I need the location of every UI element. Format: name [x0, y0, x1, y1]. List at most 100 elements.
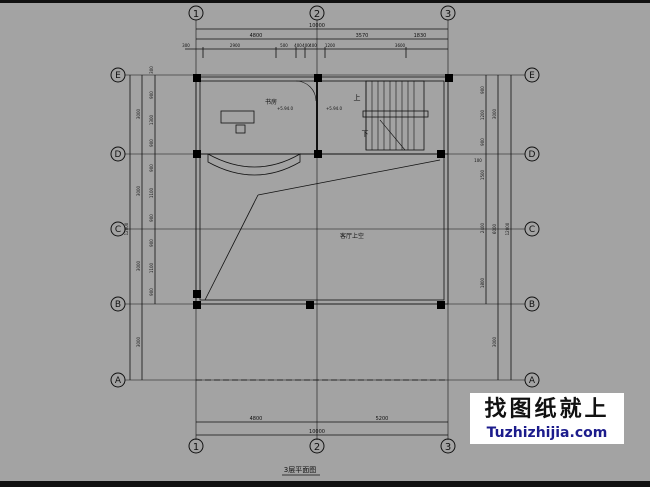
dim-text: 1200	[480, 109, 485, 120]
axis-bubble-bottom	[188, 438, 204, 454]
watermark-url: Tuzhizhijia.com	[486, 425, 608, 441]
room-label-study: 书房	[265, 98, 277, 106]
axis-bubble-top	[188, 5, 204, 21]
dim-text: 3000	[492, 336, 497, 347]
structural-column	[193, 74, 201, 82]
dim-text: 400	[302, 43, 310, 48]
dim-text: 1100	[149, 262, 154, 273]
axis-bubble-left	[110, 146, 126, 162]
axis-bubble-bottom	[440, 438, 456, 454]
dim-text: 3000	[136, 336, 141, 347]
dim-text: 500	[280, 43, 288, 48]
axis-bubble-right	[524, 296, 540, 312]
dim-text: 100	[474, 158, 482, 163]
dim-text: 3000	[136, 260, 141, 271]
axis-label-left: A	[115, 376, 122, 386]
dim-text: 2900	[230, 43, 241, 48]
stair-landing	[362, 110, 429, 118]
desk	[220, 110, 255, 124]
axis-bubble-right	[524, 67, 540, 83]
bay-window	[207, 153, 301, 176]
axis-bubble-right	[524, 372, 540, 388]
structural-column	[445, 74, 453, 82]
dim-text: 10000	[309, 429, 325, 435]
structural-column	[314, 150, 322, 158]
axis-bubble-right	[524, 146, 540, 162]
dim-text: 300	[149, 66, 154, 74]
axis-label-top: 3	[445, 9, 451, 20]
axis-label-right: A	[529, 376, 536, 386]
structural-column	[437, 301, 445, 309]
dim-text: 900	[149, 239, 154, 247]
dim-text: 2400	[480, 222, 485, 233]
dim-text: 10000	[309, 23, 325, 29]
axis-bubble-bottom	[309, 438, 325, 454]
dim-text: 12000	[124, 222, 129, 235]
dim-text: 3600	[395, 43, 406, 48]
dim-text: 3000	[492, 108, 497, 119]
dim-text: 900	[480, 86, 485, 94]
structural-column	[193, 301, 201, 309]
dim-text: 1300	[149, 114, 154, 125]
void-outline	[257, 159, 441, 196]
dim-text: 4800	[250, 33, 263, 39]
drawing-title: 3层平面图	[284, 466, 316, 474]
dim-text: 900	[149, 164, 154, 172]
level-mark: +5.94.0	[326, 106, 343, 111]
level-mark: +5.94.0	[277, 106, 294, 111]
dim-text: 1830	[414, 33, 427, 39]
door-swing	[295, 80, 317, 102]
window-bottom-border	[0, 481, 650, 487]
stair-break-line	[379, 119, 406, 151]
watermark-cn: 找图纸就上	[484, 397, 610, 422]
chair	[235, 124, 246, 134]
exterior-wall-inner	[199, 80, 445, 301]
void-outline	[204, 194, 259, 301]
structural-column	[437, 150, 445, 158]
axis-bubble-left	[110, 67, 126, 83]
dim-text: 900	[480, 138, 485, 146]
stair-up-label: 上	[354, 93, 361, 102]
dim-text: 900	[149, 214, 154, 222]
dim-text: 1200	[325, 43, 336, 48]
structural-column	[314, 74, 322, 82]
stair-outline	[365, 80, 425, 151]
dim-text: 1800	[480, 277, 485, 288]
structural-column	[193, 290, 201, 298]
dim-text: 300	[182, 43, 190, 48]
stair-down-label: 下	[362, 130, 369, 138]
dim-text: 1100	[149, 187, 154, 198]
axis-label-left: B	[115, 300, 121, 310]
window-top-border	[0, 0, 650, 3]
axis-label-right: B	[529, 300, 535, 310]
axis-bubble-left	[110, 296, 126, 312]
dim-text: 400	[309, 43, 317, 48]
dim-text: 3000	[136, 108, 141, 119]
axis-label-top: 2	[314, 9, 320, 20]
dim-text: 1500	[480, 169, 485, 180]
dim-text: 3570	[356, 33, 369, 39]
dim-text: 400	[294, 43, 302, 48]
axis-label-bottom: 3	[445, 442, 451, 453]
axis-bubble-top	[440, 5, 456, 21]
room-label-void: 客厅上空	[340, 232, 364, 240]
axis-label-left: C	[115, 225, 121, 235]
axis-label-right: C	[529, 225, 535, 235]
watermark-logo: 找图纸就上 Tuzhizhijia.com	[470, 393, 624, 444]
axis-bubble-left	[110, 221, 126, 237]
axis-bubble-left	[110, 372, 126, 388]
axis-label-right: D	[529, 150, 536, 160]
axis-label-left: D	[115, 150, 122, 160]
dim-text: 5200	[376, 416, 389, 422]
dim-text: 6000	[492, 223, 497, 234]
axis-label-left: E	[115, 71, 121, 81]
dim-text: 12000	[505, 222, 510, 235]
axis-bubble-right	[524, 221, 540, 237]
axis-label-bottom: 1	[193, 442, 199, 453]
axis-label-right: E	[529, 71, 535, 81]
structural-column	[306, 301, 314, 309]
structural-column	[193, 150, 201, 158]
dim-text: 3000	[136, 185, 141, 196]
